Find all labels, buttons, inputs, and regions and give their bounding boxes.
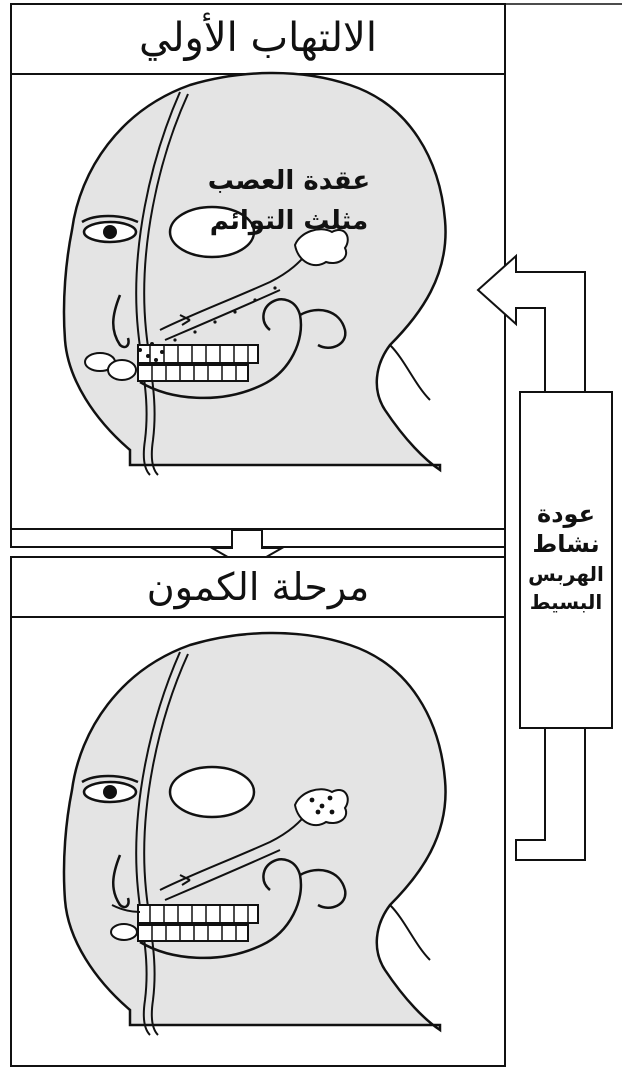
- reactivation-line2: نشاط: [522, 530, 610, 558]
- bottom-panel-title: مرحلة الكمون: [11, 560, 505, 614]
- top-panel-title: الالتهاب الأولي: [11, 10, 505, 66]
- bottom-head-illustration: [64, 633, 446, 1035]
- reactivation-line3: الهربس: [522, 562, 610, 586]
- reactivation-line1: عودة: [522, 500, 610, 528]
- ganglion-label-line1: عقدة العصب: [200, 166, 378, 196]
- top-head-illustration: [64, 73, 446, 475]
- reactivation-line4: البسيط: [522, 590, 610, 614]
- ganglion-label-line2: مثلث التوائم: [200, 206, 378, 236]
- reactivation-label-box: [520, 392, 612, 728]
